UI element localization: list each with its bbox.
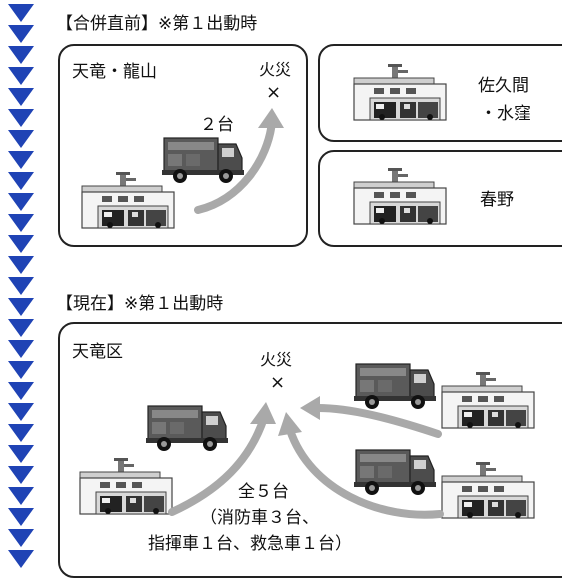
chevron-column <box>8 4 34 568</box>
chevron-down-icon <box>8 319 34 337</box>
chevron-down-icon <box>8 466 34 484</box>
chevron-down-icon <box>8 277 34 295</box>
chevron-down-icon <box>8 235 34 253</box>
haruno-label: 春野 <box>480 190 514 210</box>
chevron-down-icon <box>8 529 34 547</box>
chevron-down-icon <box>8 487 34 505</box>
current-total-label: 全５台 <box>238 482 289 502</box>
before-main-area-label: 天竜・龍山 <box>72 62 157 82</box>
before-heading: 【合併直前】※第１出動時 <box>56 14 258 34</box>
before-fire-mark: × <box>266 82 282 103</box>
chevron-down-icon <box>8 88 34 106</box>
chevron-down-icon <box>8 445 34 463</box>
chevron-down-icon <box>8 403 34 421</box>
chevron-down-icon <box>8 4 34 22</box>
current-area-label: 天竜区 <box>72 342 123 362</box>
chevron-down-icon <box>8 67 34 85</box>
chevron-down-icon <box>8 151 34 169</box>
before-fire-label: 火災 <box>259 60 292 79</box>
current-fire-mark: × <box>270 372 286 393</box>
current-breakdown-line2: 指揮車１台、救急車１台） <box>148 534 352 554</box>
chevron-down-icon <box>8 172 34 190</box>
chevron-down-icon <box>8 340 34 358</box>
chevron-down-icon <box>8 256 34 274</box>
current-breakdown-line1: （消防車３台、 <box>200 508 319 528</box>
chevron-down-icon <box>8 109 34 127</box>
sakuma-label: 佐久間 <box>478 76 529 96</box>
chevron-down-icon <box>8 298 34 316</box>
misakubo-label: ・水窪 <box>480 104 531 124</box>
chevron-down-icon <box>8 214 34 232</box>
chevron-down-icon <box>8 130 34 148</box>
chevron-down-icon <box>8 424 34 442</box>
current-panel <box>58 322 562 578</box>
before-count-label: ２台 <box>200 115 234 135</box>
chevron-down-icon <box>8 382 34 400</box>
chevron-down-icon <box>8 361 34 379</box>
current-heading: 【現在】※第１出動時 <box>56 294 224 314</box>
chevron-down-icon <box>8 25 34 43</box>
current-fire-label: 火災 <box>260 350 293 369</box>
chevron-down-icon <box>8 193 34 211</box>
chevron-down-icon <box>8 46 34 64</box>
chevron-down-icon <box>8 508 34 526</box>
chevron-down-icon <box>8 550 34 568</box>
